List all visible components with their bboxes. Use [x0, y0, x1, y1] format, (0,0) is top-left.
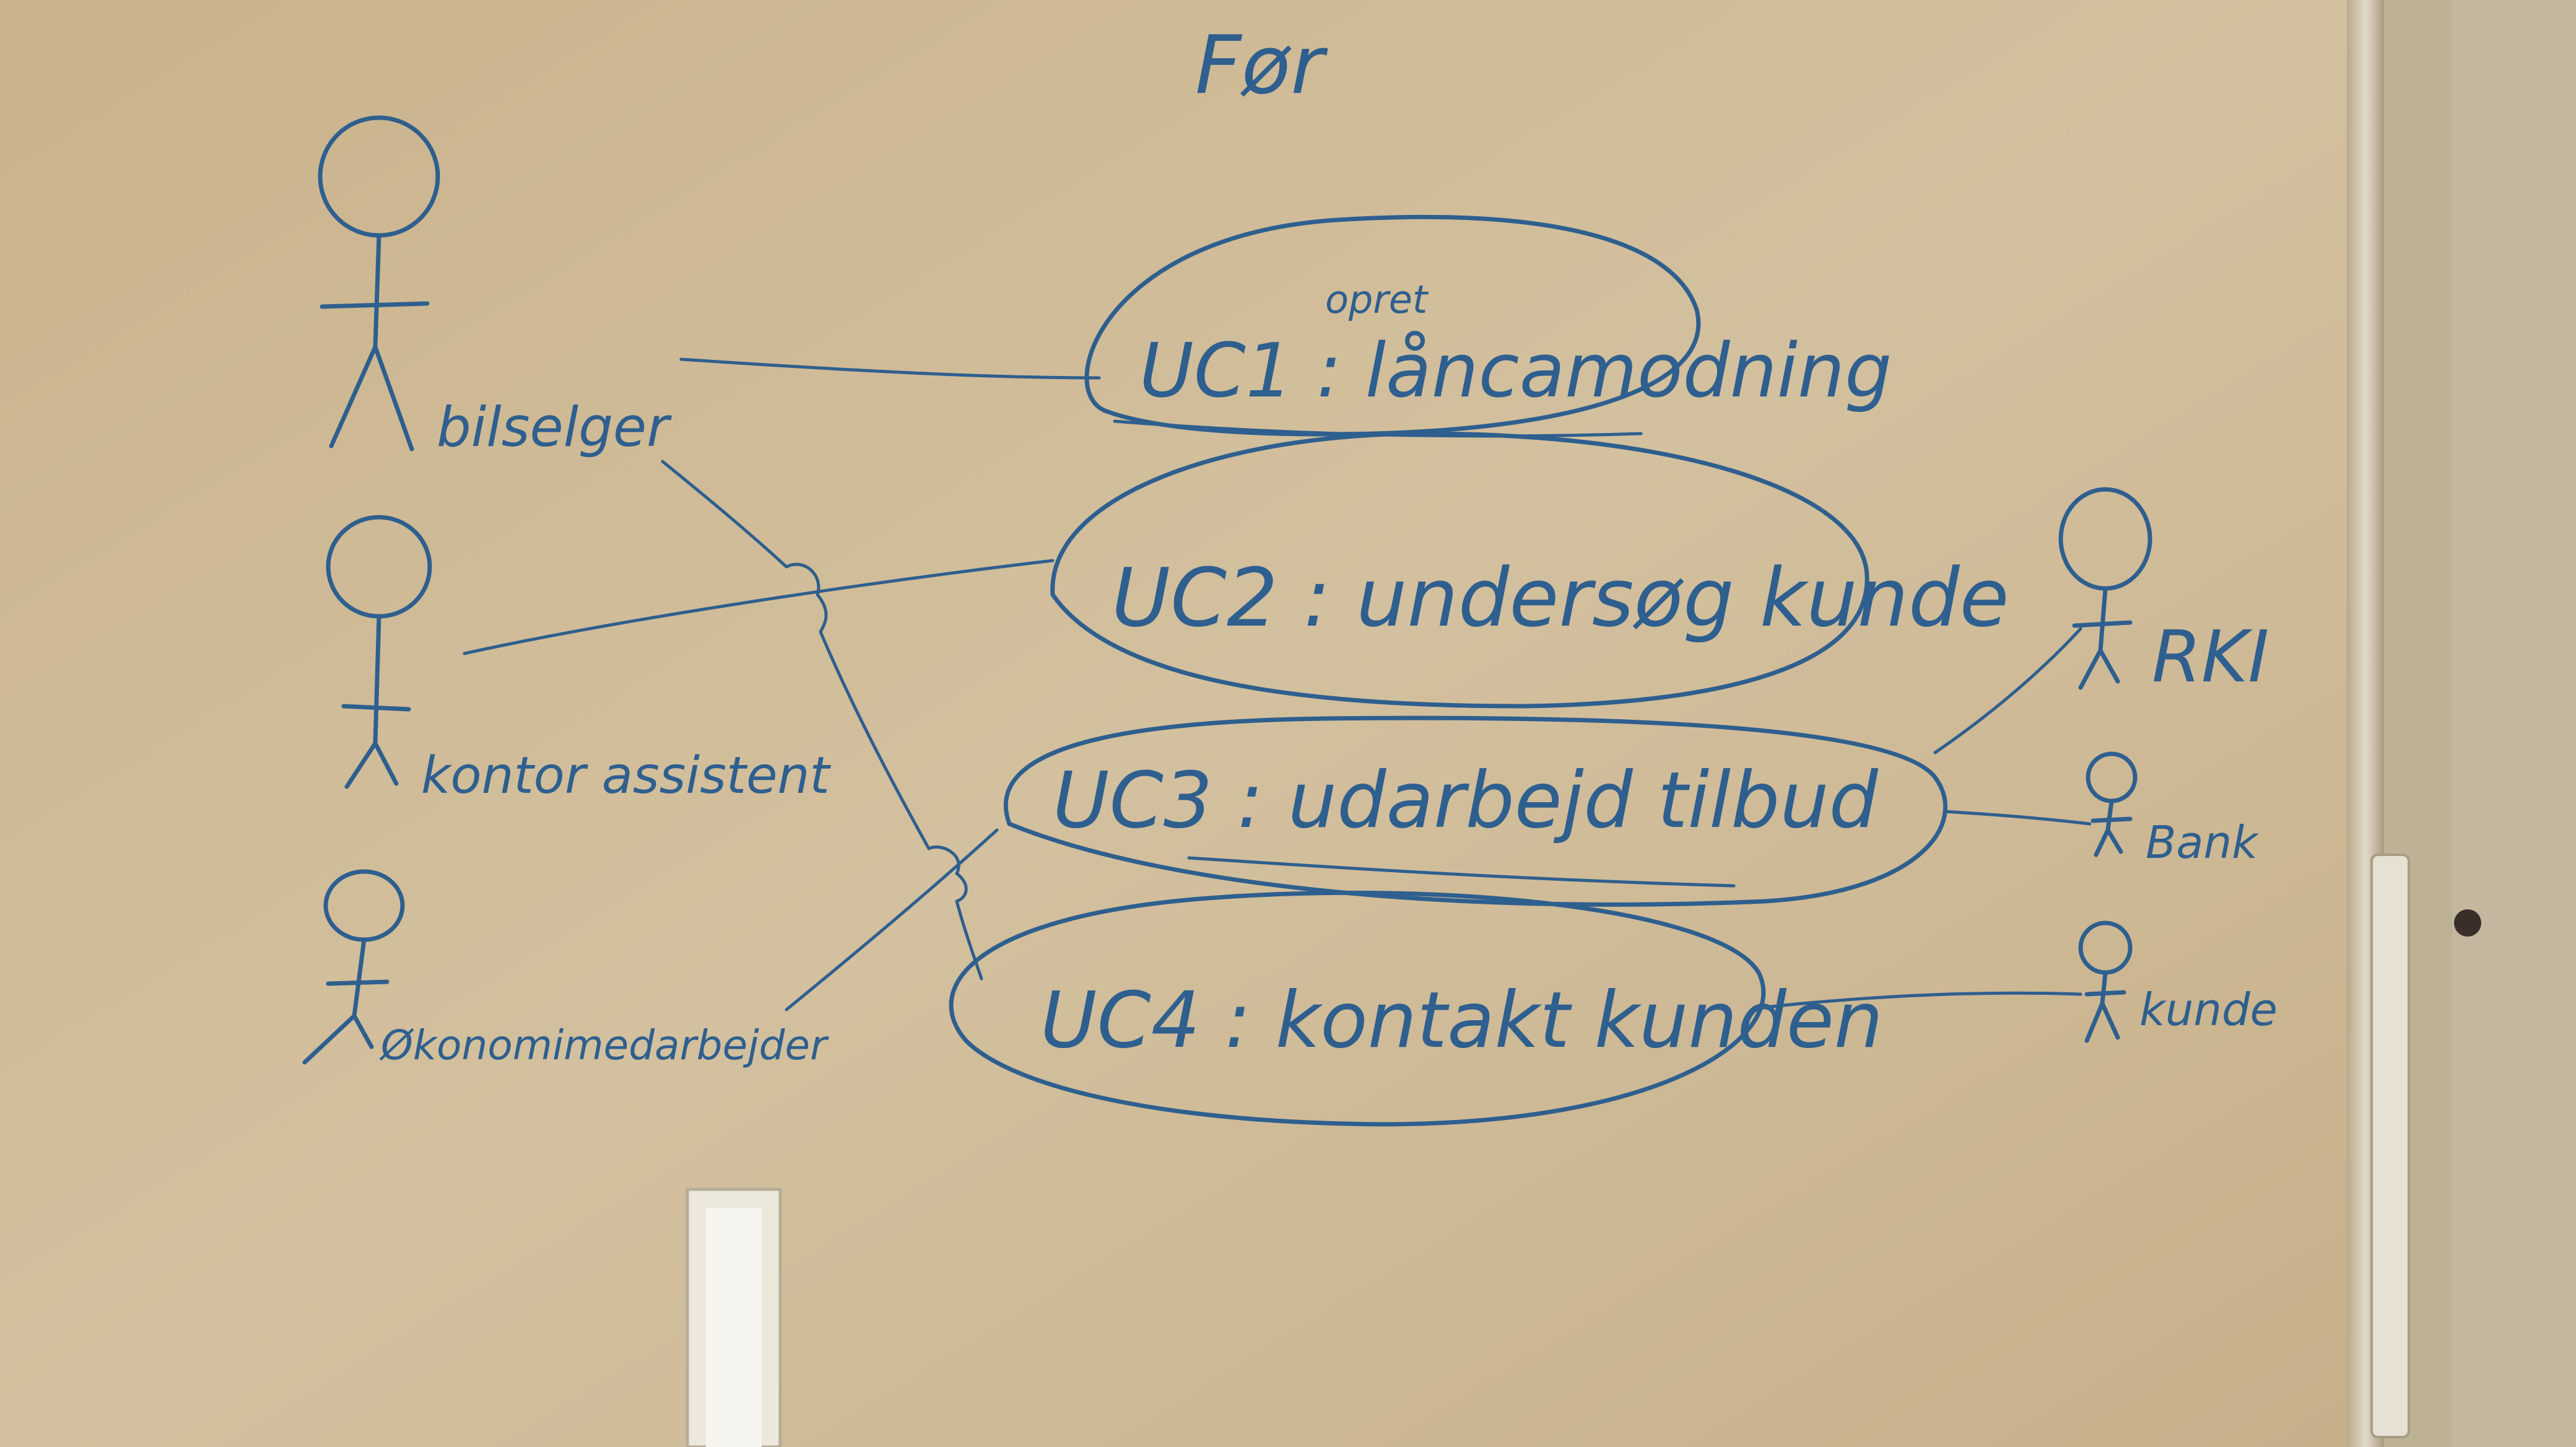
diagram-title: Før: [1195, 18, 1328, 112]
link-kontorassistent-uc2: [463, 559, 1055, 655]
link-bilselger-uc4: [661, 460, 983, 981]
actor-rki: [2058, 487, 2152, 690]
usecase-uc3-label: UC3 : udarbejd tilbud: [1053, 756, 1879, 846]
usecase-uc2-ellipse: [1050, 431, 1869, 709]
link-uc4-kunde: [1769, 991, 2082, 1008]
link-uc3-bank: [1943, 810, 2092, 826]
usecase-uc1-label: UC1 : låncamodning: [1139, 328, 1892, 414]
actor-kontorassistent-label: kontor assistent: [421, 746, 831, 805]
actor-bank: [2086, 751, 2138, 857]
usecase-uc1-note: opret: [1325, 277, 1429, 322]
usecase-uc1-ellipse: [1084, 214, 1701, 437]
link-uc3-rki: [1933, 627, 2082, 754]
usecase-uc4-label: UC4 : kontakt kunden: [1040, 976, 1883, 1065]
door-handle: [2370, 854, 2410, 1438]
actor-kunde-label: kunde: [2139, 984, 2278, 1036]
actor-okonomimedarbejder: [302, 869, 405, 1065]
actor-bilselger-label: bilselger: [437, 395, 672, 459]
actor-rki-label: RKI: [2152, 616, 2269, 699]
actor-bank-label: Bank: [2146, 816, 2260, 868]
actor-kontorassistent: [326, 515, 432, 789]
actor-kunde: [2078, 920, 2133, 1043]
actor-okonomimedarbejder-label: Økonomimedarbejder: [379, 1021, 829, 1069]
link-okonomi-uc3: [785, 828, 999, 1012]
usecase-uc3-ellipse: [1003, 715, 1947, 907]
link-bilselger-uc1: [679, 357, 1101, 380]
whiteboard-surface: [0, 0, 2359, 1447]
door-knob-mark: [2454, 909, 2481, 937]
actor-bilselger: [318, 115, 440, 452]
usecase-uc2-label: UC2 : undersøg kunde: [1112, 551, 2009, 645]
usecase-uc4-ellipse: [949, 890, 1766, 1127]
